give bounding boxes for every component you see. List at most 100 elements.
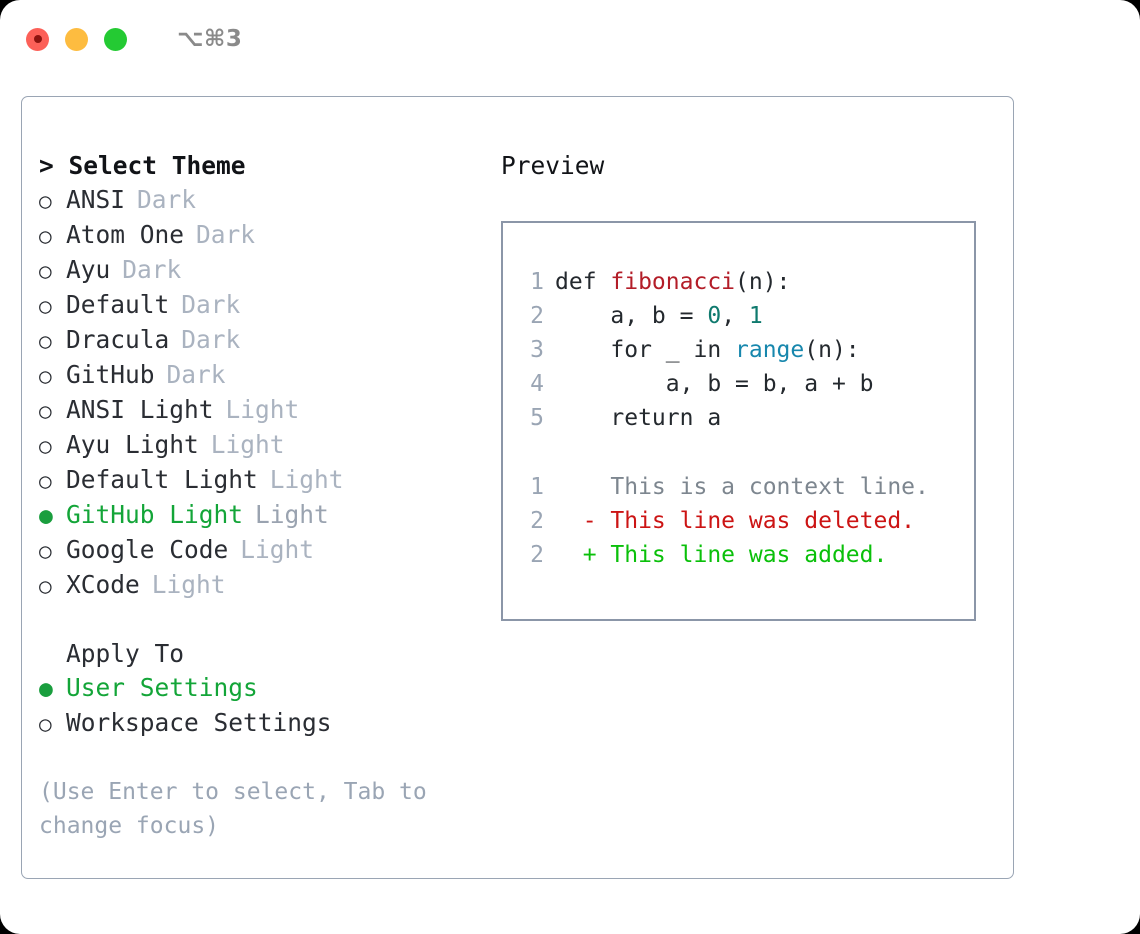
diff-line-deleted: 2 - This line was deleted. bbox=[516, 504, 929, 538]
theme-option-label: Dracula bbox=[66, 325, 170, 354]
code-token: for _ in bbox=[555, 337, 736, 363]
line-number: 1 bbox=[530, 269, 544, 295]
theme-option-label: XCode bbox=[66, 570, 140, 599]
radio-unselected-icon: ○ bbox=[39, 294, 52, 318]
theme-option-label: Atom One bbox=[66, 220, 185, 249]
theme-option-ayu[interactable]: ○ Ayu Dark bbox=[39, 253, 479, 288]
theme-variant-badge: Light bbox=[151, 570, 226, 599]
line-number: 4 bbox=[530, 371, 544, 397]
radio-unselected-icon: ○ bbox=[39, 259, 52, 283]
code-text: for _ in range(n): bbox=[555, 333, 860, 367]
code-token: return a bbox=[555, 405, 722, 431]
keyboard-hint: (Use Enter to select, Tab to change focu… bbox=[39, 779, 441, 839]
theme-option-label: Ayu Light bbox=[66, 430, 199, 459]
line-number: 2 bbox=[530, 542, 544, 568]
line-number: 5 bbox=[530, 405, 544, 431]
radio-unselected-icon: ○ bbox=[39, 189, 52, 213]
theme-option-ansi[interactable]: ○ ANSI Dark bbox=[39, 183, 479, 218]
radio-selected-icon: ● bbox=[39, 503, 53, 529]
radio-unselected-icon: ○ bbox=[39, 329, 52, 353]
theme-variant-badge: Dark bbox=[181, 290, 241, 319]
theme-variant-badge: Light bbox=[240, 535, 315, 564]
theme-variant-badge: Dark bbox=[196, 220, 256, 249]
code-token: , bbox=[721, 303, 749, 329]
window-controls bbox=[26, 27, 127, 51]
line-number: 2 bbox=[530, 303, 544, 329]
minimize-button[interactable] bbox=[65, 27, 88, 51]
diff-text: + This line was added. bbox=[555, 542, 888, 568]
theme-option-default-light[interactable]: ○ Default Light Light bbox=[39, 463, 479, 498]
line-number: 1 bbox=[530, 474, 544, 500]
theme-variant-badge: Light bbox=[255, 500, 329, 529]
radio-unselected-icon: ○ bbox=[39, 712, 52, 736]
apply-to-list: ● User Settings ○ Workspace Settings bbox=[39, 671, 479, 741]
code-line: 2 a, b = 0, 1 bbox=[516, 299, 874, 333]
theme-variant-badge: Light bbox=[210, 430, 285, 459]
apply-to-option-label: User Settings bbox=[66, 673, 258, 702]
code-text: a, b = 0, 1 bbox=[555, 299, 763, 333]
radio-unselected-icon: ○ bbox=[39, 574, 52, 598]
code-token: a, b = b, a + b bbox=[555, 371, 874, 397]
keyboard-shortcut-label: ⌥⌘3 bbox=[177, 26, 243, 52]
maximize-button[interactable] bbox=[104, 27, 127, 51]
theme-variant-badge: Light bbox=[269, 465, 344, 494]
line-number: 3 bbox=[530, 337, 544, 363]
theme-option-label: Default Light bbox=[66, 465, 258, 494]
theme-option-ayu-light[interactable]: ○ Ayu Light Light bbox=[39, 428, 479, 463]
diff-sample: 1 This is a context line.2 - This line w… bbox=[516, 470, 929, 572]
theme-variant-badge: Dark bbox=[137, 185, 197, 214]
close-button[interactable] bbox=[26, 27, 49, 51]
spacer bbox=[39, 603, 479, 637]
code-line: 1 def fibonacci(n): bbox=[516, 265, 874, 299]
apply-to-option-user-settings[interactable]: ● User Settings bbox=[39, 671, 479, 706]
diff-text: This is a context line. bbox=[555, 474, 929, 500]
theme-option-label: ANSI Light bbox=[66, 395, 214, 424]
code-text: return a bbox=[555, 401, 721, 435]
theme-option-default[interactable]: ○ Default Dark bbox=[39, 288, 479, 323]
preview-title: Preview bbox=[501, 151, 605, 180]
apply-to-option-workspace-settings[interactable]: ○ Workspace Settings bbox=[39, 706, 479, 741]
theme-option-label: Ayu bbox=[66, 255, 111, 284]
radio-unselected-icon: ○ bbox=[39, 469, 52, 493]
diff-text: - This line was deleted. bbox=[555, 508, 916, 534]
apply-to-option-label: Workspace Settings bbox=[66, 708, 332, 737]
code-token: (n): bbox=[804, 337, 860, 363]
radio-unselected-icon: ○ bbox=[39, 434, 52, 458]
select-theme-title: > Select Theme bbox=[39, 151, 246, 180]
radio-unselected-icon: ○ bbox=[39, 224, 52, 248]
theme-option-label: GitHub Light bbox=[66, 500, 244, 529]
theme-option-github-light[interactable]: ● GitHub Light Light bbox=[39, 498, 479, 533]
theme-option-xcode[interactable]: ○ XCode Light bbox=[39, 568, 479, 603]
radio-selected-icon: ● bbox=[39, 676, 53, 702]
theme-variant-badge: Dark bbox=[122, 255, 182, 284]
title-bar: ⌥⌘3 bbox=[0, 0, 1140, 78]
code-token: a, b = bbox=[555, 303, 708, 329]
theme-variant-badge: Light bbox=[225, 395, 300, 424]
diff-line-added: 2 + This line was added. bbox=[516, 538, 929, 572]
code-line: 4 a, b = b, a + b bbox=[516, 367, 874, 401]
code-token: 1 bbox=[748, 303, 763, 329]
theme-option-atom-one[interactable]: ○ Atom One Dark bbox=[39, 218, 479, 253]
diff-line-context: 1 This is a context line. bbox=[516, 470, 929, 504]
theme-option-label: Default bbox=[66, 290, 170, 319]
code-token: def bbox=[555, 269, 611, 295]
code-text: a, b = b, a + b bbox=[555, 367, 874, 401]
theme-option-label: GitHub bbox=[66, 360, 155, 389]
theme-option-label: Google Code bbox=[66, 535, 229, 564]
code-token: (n): bbox=[735, 269, 791, 295]
theme-option-label: ANSI bbox=[66, 185, 126, 214]
code-line: 5 return a bbox=[516, 401, 874, 435]
theme-variant-badge: Dark bbox=[166, 360, 226, 389]
code-token: 0 bbox=[707, 303, 722, 329]
code-token: fibonacci bbox=[610, 269, 736, 295]
apply-to-header: Apply To bbox=[66, 639, 185, 668]
